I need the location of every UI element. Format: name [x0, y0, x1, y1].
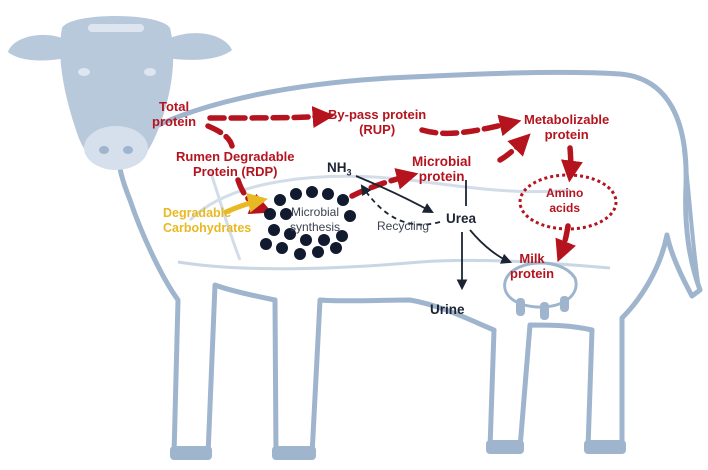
label-amino-line1: Amino: [546, 186, 583, 201]
label-milk-line1: Milk: [510, 251, 554, 266]
label-metabolizable-protein: Metabolizable protein: [524, 112, 609, 142]
label-urine: Urine: [430, 302, 465, 317]
label-amino-acids: Amino acids: [546, 186, 583, 216]
label-rdp-line2: Protein (RDP): [176, 164, 294, 179]
label-bypass-line2: (RUP): [328, 122, 426, 137]
cow-ear-right: [168, 33, 232, 60]
label-carbs-line2: Carbohydrates: [163, 221, 251, 236]
arrow-metabolizable-to-amino: [570, 148, 571, 176]
cow-teat-1: [516, 298, 525, 316]
cow-eye-right: [144, 68, 156, 76]
label-degradable-carbohydrates: Degradable Carbohydrates: [163, 206, 251, 236]
label-recycling: Recycling: [377, 219, 429, 234]
label-nh3-sub: 3: [347, 168, 352, 178]
cow-forehead-patch: [88, 24, 144, 32]
label-total-protein: Total protein: [152, 99, 196, 129]
cow-nostril-left: [99, 146, 109, 154]
label-nh3: NH3: [327, 160, 352, 181]
label-microbial-protein-line2: protein: [412, 169, 471, 184]
label-total-protein-line2: protein: [152, 114, 196, 129]
label-rdp-line1: Rumen Degradable: [176, 149, 294, 164]
cow-hoof-back-right: [584, 440, 626, 454]
label-carbs-line1: Degradable: [163, 206, 251, 221]
cow-nostril-right: [123, 146, 133, 154]
label-nh3-base: NH: [327, 160, 347, 175]
label-microbial-protein: Microbial protein: [412, 154, 471, 184]
cow-ear-left: [8, 35, 66, 61]
cow-teat-2: [540, 302, 549, 320]
label-synthesis-line2: synthesis: [290, 220, 340, 235]
cow-hoof-front-left: [170, 446, 212, 460]
cow-silhouette-icon: [8, 16, 700, 460]
label-rdp: Rumen Degradable Protein (RDP): [176, 149, 294, 179]
label-total-protein-line1: Total: [152, 99, 196, 114]
cow-muzzle: [84, 126, 148, 170]
label-metabolizable-line2: protein: [524, 127, 609, 142]
label-microbial-synthesis: Microbial synthesis: [290, 205, 340, 235]
label-metabolizable-line1: Metabolizable: [524, 112, 609, 127]
label-synthesis-line1: Microbial: [290, 205, 340, 220]
cow-hoof-front-right: [272, 446, 316, 460]
label-milk-protein: Milk protein: [510, 251, 554, 281]
label-urea: Urea: [446, 211, 476, 226]
cow-eye-left: [78, 68, 90, 76]
label-amino-line2: acids: [546, 201, 583, 216]
label-bypass-line1: By-pass protein: [328, 107, 426, 122]
label-milk-line2: protein: [510, 266, 554, 281]
cow-hoof-back-left: [486, 440, 524, 454]
label-microbial-protein-line1: Microbial: [412, 154, 471, 169]
cow-teat-3: [560, 296, 569, 312]
label-bypass-protein: By-pass protein (RUP): [328, 107, 426, 137]
